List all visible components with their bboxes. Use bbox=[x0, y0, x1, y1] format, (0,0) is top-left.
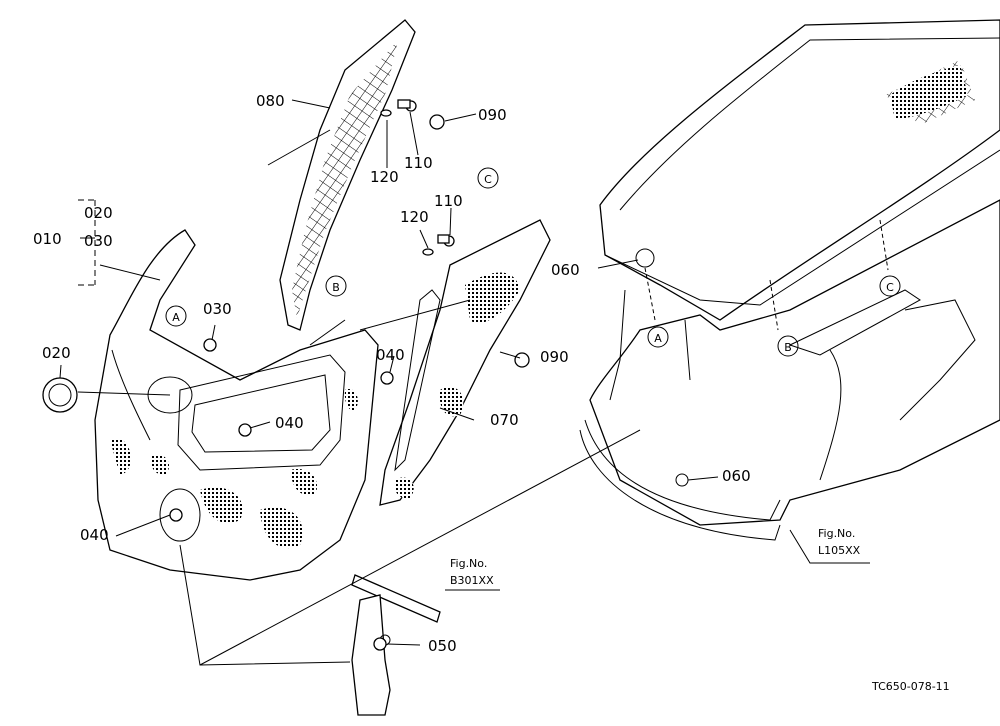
reference-markers: A B C A B C bbox=[165, 167, 901, 357]
label-080: 080 bbox=[256, 92, 285, 110]
fig-ref-1-code: B301XX bbox=[450, 574, 494, 587]
fig-ref-2-title: Fig.No. bbox=[818, 527, 855, 540]
label-050: 050 bbox=[428, 637, 457, 655]
leader-lines bbox=[59, 99, 870, 666]
label-040-right: 040 bbox=[376, 346, 405, 364]
ref-b-1: B bbox=[332, 281, 340, 294]
label-110-mid: 110 bbox=[434, 192, 463, 210]
ref-a-1: A bbox=[172, 311, 180, 324]
label-120-top: 120 bbox=[370, 168, 399, 186]
ref-c-2: C bbox=[886, 281, 894, 294]
part-labels: 080 090 110 120 110 120 020 010 030 030 … bbox=[33, 92, 751, 655]
label-030: 030 bbox=[203, 300, 232, 318]
label-040-center: 040 bbox=[275, 414, 304, 432]
label-060-top: 060 bbox=[551, 261, 580, 279]
stay-bracket bbox=[351, 574, 441, 716]
label-120-mid: 120 bbox=[400, 208, 429, 226]
label-090-mid: 090 bbox=[540, 348, 569, 366]
label-090-top: 090 bbox=[478, 106, 507, 124]
label-110-top: 110 bbox=[404, 154, 433, 172]
side-panel-070 bbox=[379, 219, 551, 506]
ref-b-2: B bbox=[784, 341, 792, 354]
figure-references: Fig.No. B301XX Fig.No. L105XX bbox=[450, 527, 861, 587]
label-020: 020 bbox=[42, 344, 71, 362]
label-040-bottom: 040 bbox=[80, 526, 109, 544]
label-020-bracket: 020 bbox=[84, 204, 113, 222]
fig-ref-1-title: Fig.No. bbox=[450, 557, 487, 570]
ref-c-1: C bbox=[484, 173, 492, 186]
label-060-bottom: 060 bbox=[722, 467, 751, 485]
label-070: 070 bbox=[490, 411, 519, 429]
label-010: 010 bbox=[33, 230, 62, 248]
hood-assembly bbox=[579, 19, 1000, 541]
grille-part-080 bbox=[279, 19, 416, 331]
label-030-bracket: 030 bbox=[84, 232, 113, 250]
hardware bbox=[42, 99, 530, 651]
fig-ref-2-code: L105XX bbox=[818, 544, 861, 557]
ref-a-2: A bbox=[654, 332, 662, 345]
drawing-code: TC650-078-11 bbox=[871, 680, 950, 693]
front-panel bbox=[94, 229, 379, 581]
